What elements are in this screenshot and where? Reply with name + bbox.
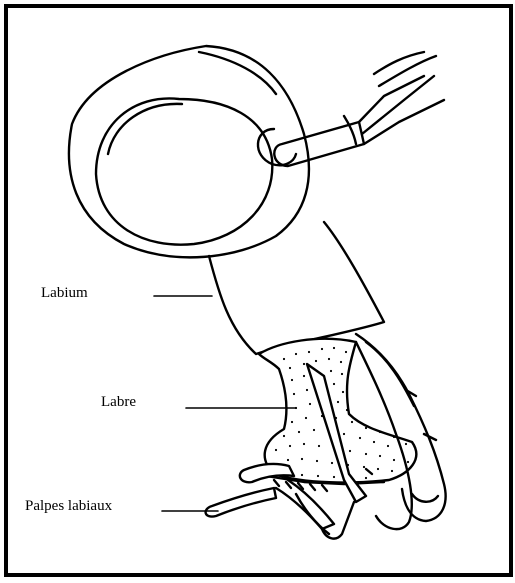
leader-lines — [154, 296, 296, 511]
antenna — [274, 52, 444, 166]
label-palpes-labiaux: Palpes labiaux — [25, 499, 112, 514]
label-labre: Labre — [101, 395, 136, 410]
label-labium: Labium — [41, 286, 88, 301]
head-capsule — [69, 46, 309, 257]
compound-eye — [96, 98, 272, 244]
